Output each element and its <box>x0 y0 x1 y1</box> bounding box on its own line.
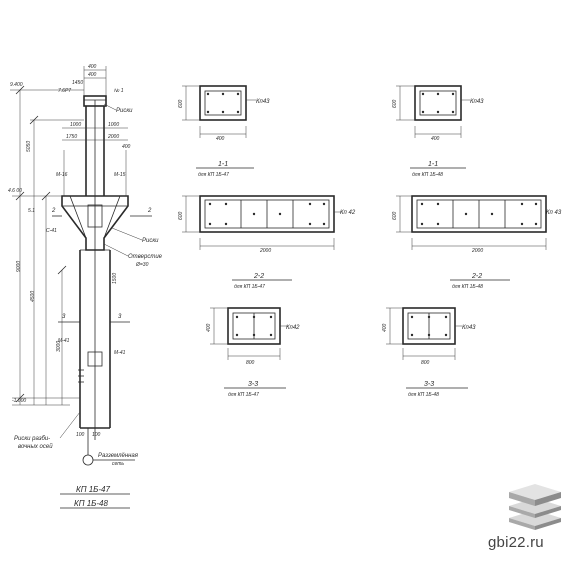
section-1-1-kp47-height: 600 <box>178 99 184 108</box>
section-3-3-kp48: 800 400 Кп43 3-3 для КП 1Б-48 <box>382 307 476 398</box>
section-1-1-kp48-height: 600 <box>392 99 398 108</box>
section-3-3-kp47: 800 400 Кп42 3-3 для КП 1Б-47 <box>206 307 300 398</box>
section-3-3-kp47-tag: Кп42 <box>286 325 300 331</box>
section-3-3-kp48-width: 800 <box>421 360 430 366</box>
risks-side-label: Риски <box>142 238 159 244</box>
side-mark-2-left: 2 <box>51 208 56 214</box>
risks-bottom-line-2: вочных осей <box>18 443 53 450</box>
section-3-3-kp47-height: 400 <box>206 323 212 332</box>
label-m41-right: М-41 <box>114 350 126 356</box>
label-c41: С-41 <box>46 228 57 234</box>
section-1-1-kp48-width: 400 <box>431 136 440 142</box>
dim-1000a: 1000 <box>70 122 81 128</box>
section-3-3-kp48-caption: для КП 1Б-48 <box>408 392 439 398</box>
section-2-2-kp48-width: 2000 <box>471 248 483 254</box>
mark-left-elev-2: 5.1 <box>28 208 35 214</box>
label-m16: М-16 <box>56 172 68 178</box>
section-2-2-kp48: 2000 600 Кп 43 2-2 для КП 1Б-48 <box>392 195 562 290</box>
top-dim-label-2: 400 <box>88 72 97 78</box>
label-m15: М-15 <box>114 172 126 178</box>
top-dim-label: 400 <box>88 64 97 70</box>
dim-5050: 5050 <box>26 141 32 152</box>
section-1-1-kp47-width: 400 <box>216 136 225 142</box>
risks-bottom-line-1: Риски разби- <box>14 436 50 442</box>
section-2-2-kp48-caption: для КП 1Б-48 <box>452 284 483 290</box>
dim-1750: 1750 <box>66 134 77 140</box>
section-2-2-kp47-caption: для КП 1Б-47 <box>234 284 265 290</box>
stacked-slabs-icon <box>509 484 561 530</box>
section-mark-3-right: 3 <box>118 314 122 320</box>
mark-1450: 1450 <box>72 80 83 86</box>
section-2-2-kp47: 2000 600 Кп 42 2-2 для КП 1Б-47 <box>178 195 356 290</box>
mark-bottom: -1.000 <box>12 398 26 404</box>
section-3-3-kp47-title: 3-3 <box>248 381 258 388</box>
section-3-3-kp48-title: 3-3 <box>424 381 434 388</box>
section-1-1-kp47: 400 600 Кп43 1-1 для КП 1Б-47 <box>178 85 270 178</box>
site-watermark[interactable]: gbi22.ru <box>488 534 544 551</box>
section-2-2-kp48-tag: Кп 43 <box>546 210 562 216</box>
section-2-2-kp47-height: 600 <box>178 211 184 220</box>
section-3-3-kp48-height: 400 <box>382 323 388 332</box>
dim-3000: 3000 <box>56 341 62 352</box>
section-3-3-kp47-width: 800 <box>246 360 255 366</box>
section-2-2-kp48-height: 600 <box>392 211 398 220</box>
dim-1000b: 1000 <box>108 122 119 128</box>
section-2-2-kp47-width: 2000 <box>259 248 271 254</box>
grounding-label-2: сеть <box>112 461 124 467</box>
dim-1500: 1500 <box>112 273 118 284</box>
section-1-1-kp48-tag: Кп43 <box>470 99 484 105</box>
section-1-1-kp47-title: 1-1 <box>218 161 228 168</box>
dim-100b: 100 <box>92 432 101 438</box>
dim-9000: 9000 <box>16 261 22 272</box>
section-1-1-kp48-title: 1-1 <box>428 161 438 168</box>
mark-top: 9.400 <box>10 82 23 88</box>
column-elevation: 400 400 <box>8 64 163 509</box>
risks-top-label: Риски <box>116 108 133 114</box>
section-mark-3-left: 3 <box>62 314 66 320</box>
section-2-2-kp47-tag: Кп 42 <box>340 210 356 216</box>
dim-4500: 4500 <box>30 291 36 302</box>
section-3-3-kp48-tag: Кп43 <box>462 325 476 331</box>
mark-top-2: 7.6P7 <box>58 88 71 94</box>
elevation-title-1: КП 1Б-47 <box>76 485 111 494</box>
section-1-1-kp48: 400 600 Кп43 1-1 для КП 1Б-48 <box>392 85 484 178</box>
label-m41-left: М-41 <box>58 338 70 344</box>
grounding-label-1: Разземлённая <box>98 453 139 459</box>
dim-2000: 2000 <box>107 134 119 140</box>
mark-left-elev: 4.6 00 <box>8 188 22 194</box>
mark-no1: № 1 <box>114 88 124 94</box>
section-3-3-kp47-caption: для КП 1Б-47 <box>228 392 259 398</box>
side-mark-2-right: 2 <box>147 208 152 214</box>
dim-400c: 400 <box>122 144 131 150</box>
section-1-1-kp47-caption: для КП 1Б-47 <box>198 172 229 178</box>
section-2-2-kp48-title: 2-2 <box>471 273 482 280</box>
section-1-1-kp48-caption: для КП 1Б-48 <box>412 172 443 178</box>
elevation-title-2: КП 1Б-48 <box>74 499 109 508</box>
dim-100: 100 <box>76 432 85 438</box>
section-1-1-kp47-tag: Кп43 <box>256 99 270 105</box>
opening-label: Отверстие <box>128 254 163 260</box>
opening-diameter: Ø=30 <box>135 262 149 268</box>
section-2-2-kp47-title: 2-2 <box>253 273 264 280</box>
